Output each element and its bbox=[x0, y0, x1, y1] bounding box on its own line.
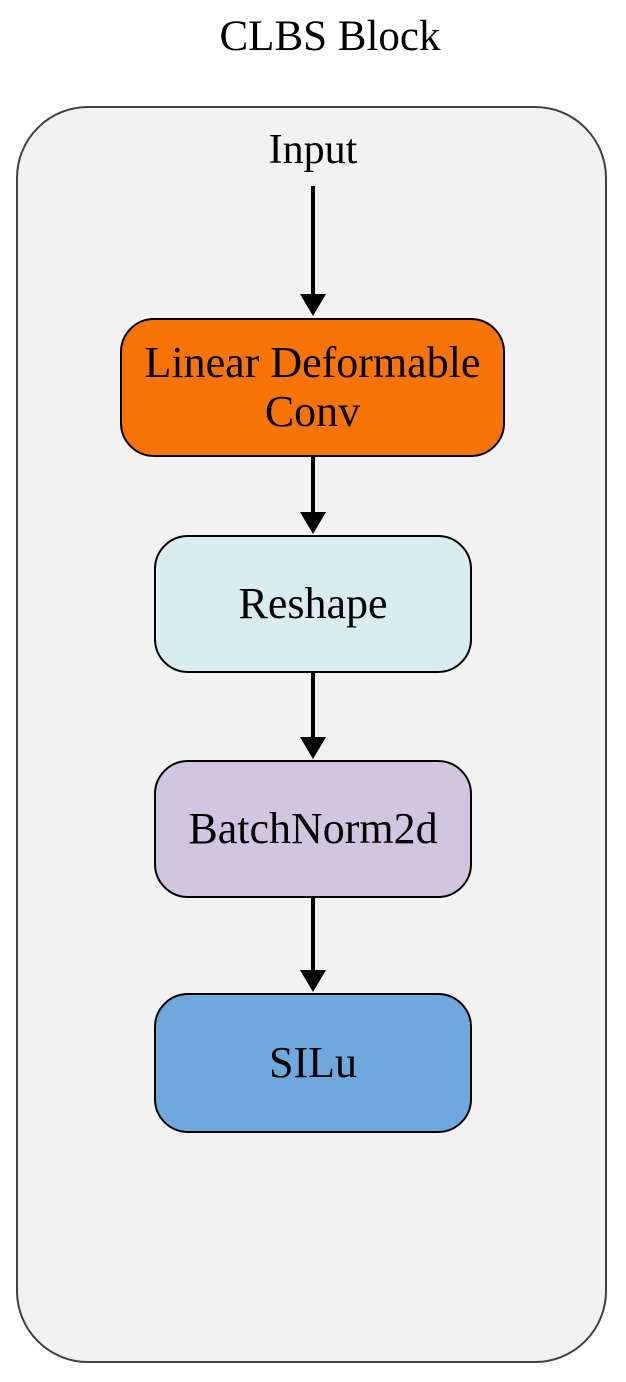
arrow-conv-to-reshape bbox=[300, 457, 326, 534]
arrow-down-icon bbox=[300, 970, 326, 992]
input-label: Input bbox=[268, 127, 358, 173]
node-silu: SILu bbox=[154, 993, 472, 1133]
arrow-batchnorm-to-silu bbox=[300, 898, 326, 992]
node-label: Reshape bbox=[238, 578, 388, 628]
arrow-line bbox=[311, 457, 315, 513]
node-label: BatchNorm2d bbox=[188, 803, 438, 853]
node-batchnorm2d: BatchNorm2d bbox=[154, 760, 472, 898]
arrow-down-icon bbox=[300, 737, 326, 759]
arrow-line bbox=[311, 673, 315, 738]
diagram-title: CLBS Block bbox=[219, 13, 441, 60]
node-linear-deformable-conv: Linear Deformable Conv bbox=[120, 318, 505, 457]
node-reshape: Reshape bbox=[154, 535, 472, 673]
node-label: SILu bbox=[269, 1037, 357, 1087]
node-label: Linear Deformable Conv bbox=[144, 338, 481, 436]
arrow-line bbox=[311, 898, 315, 971]
arrow-input-to-conv bbox=[300, 186, 326, 316]
arrow-down-icon bbox=[300, 294, 326, 316]
arrow-reshape-to-batchnorm bbox=[300, 673, 326, 759]
arrow-down-icon bbox=[300, 512, 326, 534]
arrow-line bbox=[311, 186, 315, 295]
